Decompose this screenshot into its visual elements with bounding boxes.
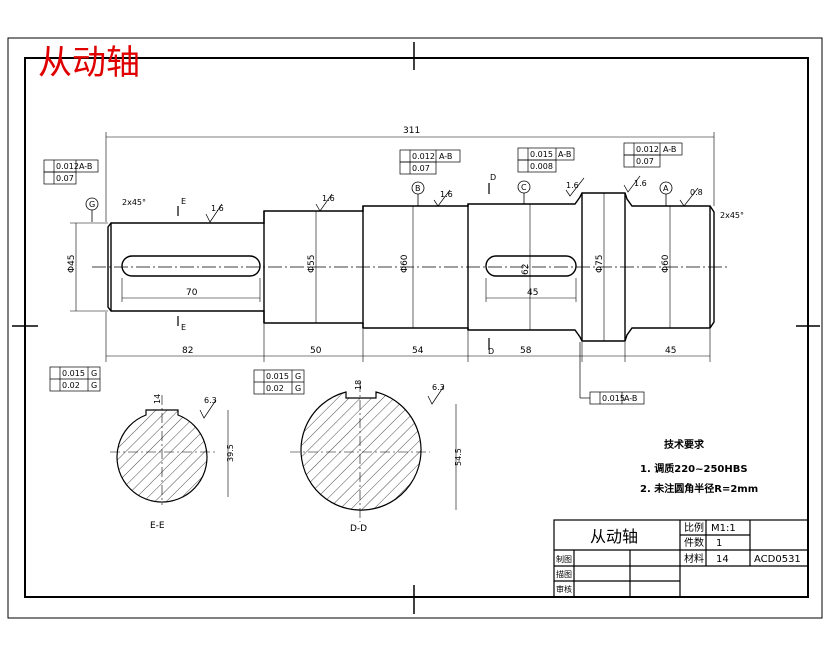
tol-sec-d-par: 0.015 [266, 372, 289, 381]
roughness-4: 1.6 [566, 181, 579, 190]
inner-border [24, 57, 809, 598]
tol-sec-e-par: 0.015 [62, 369, 85, 378]
tol-right-ref: A-B [663, 145, 676, 154]
dim-overall-length: 311 [403, 126, 420, 136]
tolerance-frames [43, 142, 683, 405]
shaft-profile [107, 192, 715, 342]
section-mark-d-bottom: D [488, 347, 494, 356]
tol-sec-d-sym: 0.02 [266, 384, 284, 393]
dim-diameter-45: Φ45 [67, 254, 77, 273]
datum-a: A [663, 184, 669, 193]
tech-notes-heading: 技术要求 [664, 438, 705, 451]
tol-mid-runout: 0.012 [412, 152, 435, 161]
roughness-5: 0.8 [690, 188, 703, 197]
dim-length-54: 54 [412, 346, 424, 356]
tol-right-runout: 0.012 [636, 145, 659, 154]
tol-bottom-runout: 0.015 [602, 394, 625, 403]
tol-bottom-ref: A-B [624, 394, 637, 403]
tol-mid-cyl: 0.07 [412, 164, 430, 173]
dim-diameter-60-right: Φ60 [661, 254, 671, 273]
dim-diameter-55: Φ55 [307, 254, 317, 273]
tech-notes-item-2: 2. 未注圆角半径R=2mm [640, 482, 758, 495]
centering-marks [12, 42, 820, 614]
title-block-scale-label: 比例 [684, 521, 704, 534]
dim-length-82: 82 [182, 346, 193, 356]
dimension-lines [70, 132, 715, 362]
tol-sec-e-sym-ref: G [91, 381, 97, 390]
section-d-label: D-D [350, 524, 367, 534]
roughness-2: 1.6 [322, 194, 335, 203]
roughness-6: 1.6 [634, 179, 647, 188]
tol-left-cyl: 0.07 [56, 174, 74, 183]
dim-diameter-60-left: Φ60 [400, 254, 410, 273]
section-mark-d-top: D [490, 173, 496, 182]
tech-notes-item-1: 1. 调质220~250HBS [640, 462, 748, 475]
tol-sec-d-sym-ref: G [295, 384, 301, 393]
section-cut-marks [177, 183, 490, 350]
tol-c-cyl: 0.008 [530, 162, 553, 171]
title-block-material-label: 材料 [684, 552, 704, 565]
tol-sec-d-par-ref: G [295, 372, 301, 381]
title-block-drawing-no: ACD0531 [754, 554, 801, 565]
outer-border [7, 37, 823, 619]
tol-c-ref: A-B [558, 150, 571, 159]
datum-g: G [89, 200, 95, 209]
title-block-row-2: 描图 [556, 569, 572, 579]
tol-sec-e-sym: 0.02 [62, 381, 80, 390]
roughness-1: 1.6 [211, 204, 224, 213]
section-d-key-width: 18 [354, 380, 363, 390]
section-mark-e-bottom: E [181, 323, 186, 332]
dim-keyway-45: 45 [527, 288, 538, 298]
drawing-title: 从动轴 [38, 43, 140, 83]
tol-right-cyl: 0.07 [636, 157, 654, 166]
tol-left-runout: 0.012 [56, 162, 79, 171]
title-block-qty-value: 1 [716, 538, 722, 549]
title-block [553, 519, 809, 598]
title-block-name: 从动轴 [590, 527, 638, 546]
dim-keyway-70: 70 [186, 288, 198, 298]
section-view-d [290, 382, 457, 522]
title-block-scale-value: M1:1 [711, 523, 736, 534]
dim-diameter-75: Φ75 [595, 254, 605, 273]
chamfer-left: 2x45° [122, 198, 146, 207]
tol-mid-ref: A-B [439, 152, 452, 161]
tol-left-ref: A-B [79, 162, 92, 171]
title-block-row-3: 审核 [556, 584, 572, 594]
dim-length-45: 45 [665, 346, 676, 356]
section-e-label: E-E [150, 521, 165, 531]
dim-depth-62: 62 [521, 264, 531, 275]
dim-length-50: 50 [310, 346, 322, 356]
section-mark-e-top: E [181, 197, 186, 206]
chamfer-right: 2x45° [720, 211, 744, 220]
section-d-roughness: 6.3 [432, 383, 445, 392]
datum-markers [85, 180, 673, 222]
title-block-row-1: 制图 [556, 554, 572, 564]
section-e-depth: 39.5 [226, 444, 235, 462]
tol-c-runout: 0.015 [530, 150, 553, 159]
section-e-key-width: 14 [153, 394, 162, 404]
section-view-e [110, 395, 229, 505]
datum-c: C [521, 183, 527, 192]
dim-length-58: 58 [520, 346, 532, 356]
roughness-symbols [205, 175, 699, 223]
datum-b: B [415, 184, 421, 193]
section-e-roughness: 6.3 [204, 396, 217, 405]
roughness-3: 1.6 [440, 190, 453, 199]
title-block-material-value: 14 [716, 554, 729, 565]
title-block-qty-label: 件数 [684, 536, 704, 549]
tol-sec-e-par-ref: G [91, 369, 97, 378]
section-d-depth: 54.5 [454, 448, 463, 466]
